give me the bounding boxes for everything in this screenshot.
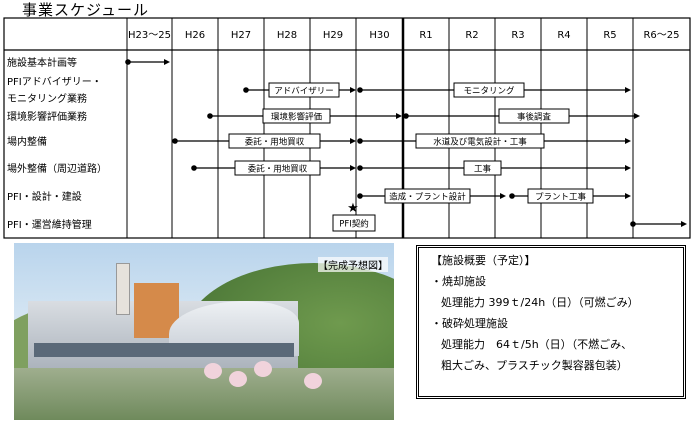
overview-line: ・焼却施設 [431, 275, 486, 288]
facility-overview-box: 【施設概要（予定）】 ・焼却施設 処理能力 399ｔ/24h（日）（可燃ごみ） … [416, 245, 686, 399]
year-header: R4 [557, 30, 570, 41]
task-label: 委託・用地買収 [245, 137, 305, 148]
cherry-tree [229, 371, 247, 387]
arrow-head [350, 87, 356, 93]
row-label: PFIアドバイザリー・ [7, 76, 102, 88]
arrow-head [625, 165, 631, 171]
task-box [498, 108, 570, 124]
arrow-head [625, 87, 631, 93]
star-icon: ★ [347, 201, 359, 216]
year-header: R1 [419, 30, 432, 41]
overview-line: ・破砕処理施設 [431, 317, 508, 330]
overview-line: 粗大ごみ、プラスチック製容器包装） [441, 359, 628, 372]
overview-line: 処理能力 399ｔ/24h（日）（可燃ごみ） [441, 296, 639, 309]
arrow-head [625, 138, 631, 144]
task-box [527, 188, 594, 204]
row-label: 環境影響評価業務 [7, 110, 87, 123]
arrow-head [681, 221, 687, 227]
row-label: 施設基本計画等 [7, 56, 77, 69]
row-label: 場内整備 [7, 135, 47, 148]
task-label: 造成・プラント設計 [389, 192, 466, 203]
year-header: R6～25 [643, 30, 679, 41]
cherry-tree [204, 363, 222, 379]
image-caption: 【完成予想図】 [318, 257, 388, 272]
row-label: PFI・設計・建設 [7, 190, 82, 203]
task-box [268, 82, 340, 98]
building-windows [34, 343, 294, 357]
year-header: R3 [511, 30, 524, 41]
task-box [453, 82, 525, 98]
year-header: R2 [465, 30, 478, 41]
task-label: 事後調査 [517, 112, 552, 123]
task-box [228, 133, 321, 149]
row-label: モニタリング業務 [7, 92, 87, 105]
milestone-label: PFI契約 [339, 219, 369, 230]
overview-heading: 【施設概要（予定）】 [431, 254, 536, 267]
task-box [262, 108, 331, 124]
arrow-head [625, 193, 631, 199]
page-title: 事業スケジュール [22, 1, 149, 19]
task-label: 委託・用地買収 [248, 164, 308, 175]
task-box [384, 188, 471, 204]
year-header: H29 [323, 30, 343, 41]
cherry-tree [254, 361, 272, 377]
year-header: H28 [277, 30, 297, 41]
chimney [116, 263, 130, 315]
arrow-head [350, 138, 356, 144]
year-header: H26 [185, 30, 205, 41]
completion-rendering-image: 【完成予想図】 [14, 243, 394, 420]
arrow-head [396, 113, 402, 119]
task-label: アドバイザリー [274, 87, 334, 97]
task-label: 工事 [474, 164, 492, 175]
ground [14, 368, 394, 420]
arrow-head [350, 165, 356, 171]
table-border [3, 17, 691, 239]
task-label: モニタリング [463, 86, 515, 97]
task-box [234, 160, 321, 176]
cherry-tree [304, 373, 322, 389]
year-header: H30 [369, 30, 389, 41]
overview-line: 処理能力 64ｔ/5h（日）（不燃ごみ、 [441, 338, 633, 351]
year-header: H27 [231, 30, 251, 41]
year-header: R5 [603, 30, 616, 41]
row-label: 場外整備（周辺道路） [7, 162, 107, 175]
task-label: 水道及び電気設計・工事 [433, 137, 527, 148]
arrow-head [164, 59, 170, 65]
arrow-head [634, 113, 640, 119]
schedule-chart: H23～25 H26 H27 H28 H29 H30 R1 R2 R3 R4 R5 R6～25 施設基本… [3, 17, 691, 239]
task-label: プラント工事 [535, 192, 587, 203]
milestone-box [332, 214, 376, 232]
task-label: 環境影響評価 [271, 112, 323, 123]
row-label: PFI・運営維持管理 [7, 218, 92, 231]
arrow-head [500, 193, 506, 199]
year-header: H23～25 [128, 30, 171, 41]
task-box [463, 160, 502, 176]
task-box [415, 133, 545, 149]
